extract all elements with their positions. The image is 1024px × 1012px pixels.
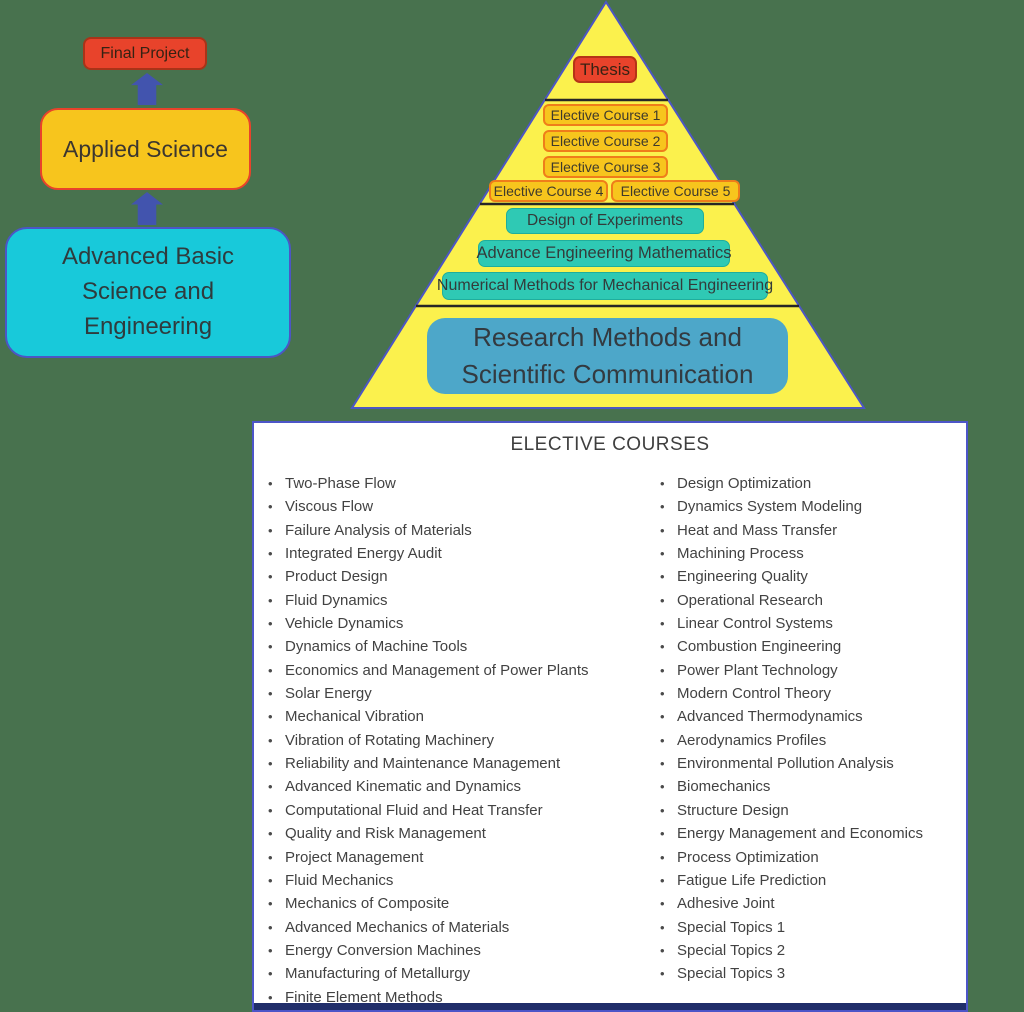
- list-item: Dynamics of Machine Tools: [268, 635, 589, 658]
- list-item: Combustion Engineering: [660, 635, 923, 658]
- list-item: Aerodynamics Profiles: [660, 729, 923, 752]
- list-item: Advanced Thermodynamics: [660, 705, 923, 728]
- list-item: Energy Management and Economics: [660, 822, 923, 845]
- elective-list-right: Design OptimizationDynamics System Model…: [660, 472, 923, 986]
- list-item: Reliability and Maintenance Management: [268, 752, 589, 775]
- list-item: Adhesive Joint: [660, 892, 923, 915]
- list-item: Economics and Management of Power Plants: [268, 659, 589, 682]
- list-item: Solar Energy: [268, 682, 589, 705]
- elective-course-1-node: Elective Course 1: [543, 104, 668, 126]
- list-item: Linear Control Systems: [660, 612, 923, 635]
- list-item: Machining Process: [660, 542, 923, 565]
- list-item: Engineering Quality: [660, 565, 923, 588]
- list-item: Vehicle Dynamics: [268, 612, 589, 635]
- list-item: Process Optimization: [660, 846, 923, 869]
- list-item: Mechanics of Composite: [268, 892, 589, 915]
- panel-bottom-bar: [254, 1003, 966, 1010]
- list-item: Vibration of Rotating Machinery: [268, 729, 589, 752]
- list-item: Fluid Dynamics: [268, 589, 589, 612]
- design-of-experiments-node: Design of Experiments: [506, 208, 704, 234]
- list-item: Fatigue Life Prediction: [660, 869, 923, 892]
- advance-engineering-mathematics-node: Advance Engineering Mathematics: [477, 240, 732, 267]
- final-project-node: Final Project: [83, 37, 207, 70]
- list-item: Power Plant Technology: [660, 659, 923, 682]
- list-item: Operational Research: [660, 589, 923, 612]
- list-item: Viscous Flow: [268, 495, 589, 518]
- list-item: Fluid Mechanics: [268, 869, 589, 892]
- elective-courses-panel: ELECTIVE COURSES Two-Phase FlowViscous F…: [252, 421, 968, 1012]
- list-item: Advanced Mechanics of Materials: [268, 916, 589, 939]
- list-item: Product Design: [268, 565, 589, 588]
- elective-list-left: Two-Phase FlowViscous FlowFailure Analys…: [268, 472, 589, 1009]
- list-item: Integrated Energy Audit: [268, 542, 589, 565]
- list-item: Energy Conversion Machines: [268, 939, 589, 962]
- elective-course-5-node: Elective Course 5: [611, 180, 740, 202]
- list-item: Special Topics 3: [660, 962, 923, 985]
- list-item: Environmental Pollution Analysis: [660, 752, 923, 775]
- list-item: Finite Element Methods: [268, 986, 589, 1009]
- elective-course-3-node: Elective Course 3: [543, 156, 668, 178]
- list-item: Advanced Kinematic and Dynamics: [268, 775, 589, 798]
- list-item: Computational Fluid and Heat Transfer: [268, 799, 589, 822]
- list-item: Manufacturing of Metallurgy: [268, 962, 589, 985]
- research-methods-node: Research Methods and Scientific Communic…: [427, 318, 788, 394]
- list-item: Design Optimization: [660, 472, 923, 495]
- list-item: Heat and Mass Transfer: [660, 519, 923, 542]
- applied-science-node: Applied Science: [40, 108, 251, 190]
- list-item: Project Management: [268, 846, 589, 869]
- list-item: Special Topics 2: [660, 939, 923, 962]
- list-item: Modern Control Theory: [660, 682, 923, 705]
- list-item: Failure Analysis of Materials: [268, 519, 589, 542]
- list-item: Biomechanics: [660, 775, 923, 798]
- list-item: Special Topics 1: [660, 916, 923, 939]
- elective-course-2-node: Elective Course 2: [543, 130, 668, 152]
- thesis-node: Thesis: [573, 56, 637, 83]
- list-item: Mechanical Vibration: [268, 705, 589, 728]
- list-item: Dynamics System Modeling: [660, 495, 923, 518]
- advanced-basic-science-node: Advanced Basic Science and Engineering: [5, 227, 291, 358]
- list-item: Two-Phase Flow: [268, 472, 589, 495]
- list-item: Structure Design: [660, 799, 923, 822]
- elective-course-4-node: Elective Course 4: [489, 180, 608, 202]
- list-item: Quality and Risk Management: [268, 822, 589, 845]
- panel-title: ELECTIVE COURSES: [510, 434, 710, 455]
- numerical-methods-node: Numerical Methods for Mechanical Enginee…: [437, 272, 773, 300]
